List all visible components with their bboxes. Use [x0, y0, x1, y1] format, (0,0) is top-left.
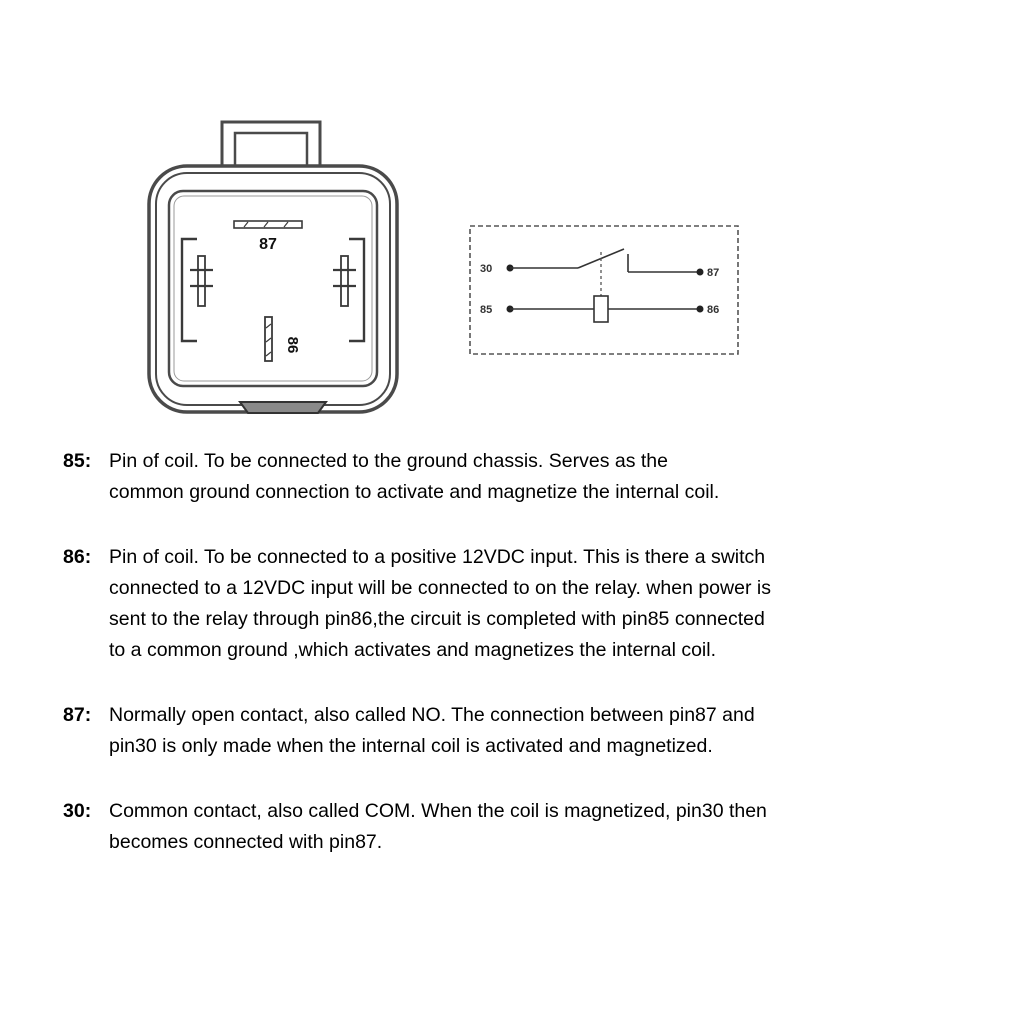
relay-connector-drawing: 87 86: [147, 120, 399, 414]
connector-body: [147, 164, 399, 414]
pin86-description: 86: Pin of coil. To be connected to a po…: [63, 542, 968, 666]
schematic-pin87-label: 87: [707, 267, 719, 279]
connector-pin87-slot: [233, 220, 303, 229]
connector-pin86-slot: [264, 316, 273, 362]
pin-descriptions: 85: Pin of coil. To be connected to the …: [63, 446, 968, 892]
connector-right-pin: [333, 255, 356, 307]
connector-pin87-label: 87: [259, 236, 277, 253]
connector-left-bracket: [180, 237, 197, 343]
connector-latch: [238, 401, 328, 414]
connector-left-pin: [190, 255, 213, 307]
pin85-text: Pin of coil. To be connected to the grou…: [109, 450, 720, 503]
schematic-pin86-terminal: [696, 305, 704, 313]
pin30-text: Common contact, also called COM. When th…: [109, 800, 767, 853]
pin87-description: 87: Normally open contact, also called N…: [63, 700, 968, 762]
relay-circuit-schematic: 30 87 85 86: [469, 225, 739, 355]
schematic-border: [469, 225, 739, 355]
connector-pin86-label: 86: [284, 337, 301, 354]
coil-symbol: [593, 295, 609, 323]
schematic-pin85-label: 85: [480, 304, 492, 316]
pin87-text: Normally open contact, also called NO. T…: [109, 704, 755, 757]
pin30-number: 30:: [63, 800, 92, 822]
schematic-pin87-terminal: [696, 268, 704, 276]
pin30-description: 30: Common contact, also called COM. Whe…: [63, 796, 968, 858]
pin87-number: 87:: [63, 704, 92, 726]
pin86-text: Pin of coil. To be connected to a positi…: [109, 546, 771, 661]
schematic-pin86-label: 86: [707, 304, 719, 316]
connector-right-bracket: [349, 237, 366, 343]
pin85-description: 85: Pin of coil. To be connected to the …: [63, 446, 968, 508]
pin85-number: 85:: [63, 450, 92, 472]
pin86-number: 86:: [63, 546, 92, 568]
schematic-pin30-label: 30: [480, 263, 492, 275]
